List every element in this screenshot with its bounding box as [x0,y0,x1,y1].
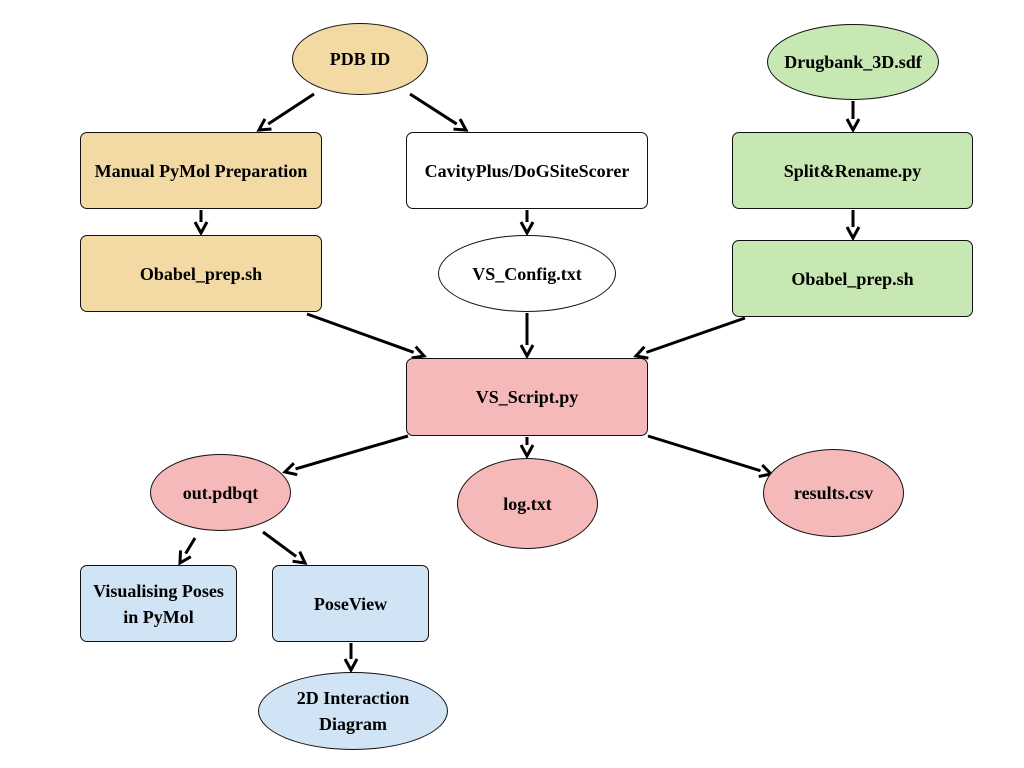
arrowhead-icon [193,221,209,237]
edge-obabel_prep_left-to-vs_script [306,312,427,360]
node-vs-script-py: VS_Script.py [406,358,648,436]
node-label: VS_Config.txt [472,263,582,284]
edge-out_pdbqt-to-poseview [262,530,308,565]
edge-line [262,530,298,558]
node-cavityplus-dogsitescorer: CavityPlus/DoGSiteScorer [406,132,648,209]
node-label: log.txt [503,493,552,514]
edge-vs_script-to-log_txt [519,437,535,460]
node-split-rename-py: Split&Rename.py [732,132,973,209]
node-label: Obabel_prep.sh [791,268,914,289]
edge-vs_script-to-results_csv [647,434,774,478]
edge-split_rename-to-obabel_prep_right [845,210,861,242]
node-label: VS_Script.py [475,387,579,407]
node-results-csv: results.csv [763,449,904,537]
arrowhead-icon [519,344,535,360]
arrowhead-icon [453,118,469,132]
node-vs-config-txt: VS_Config.txt [438,235,616,312]
node-obabel-prep-right: Obabel_prep.sh [732,240,973,317]
arrowhead-icon [845,226,861,242]
edge-vs_script-to-out_pdbqt [281,434,409,477]
arrowhead-icon [633,345,649,360]
edge-line [295,434,409,471]
node-manual-pymol-preparation: Manual PyMol Preparation [80,132,322,209]
node-label: out.pdbqt [182,482,259,503]
node-label: PoseView [313,593,388,614]
arrowhead-icon [519,221,535,237]
node-label: Split&Rename.py [783,160,922,181]
edge-line [409,92,458,126]
node-2d-interaction-diagram: 2D Interaction Diagram [258,672,448,750]
edge-line [647,434,761,473]
node-label: CavityPlus/DoGSiteScorer [424,160,630,181]
edge-manual_pymol-to-obabel_prep_left [193,210,209,237]
arrowhead-icon [845,118,861,134]
arrowhead-icon [256,118,272,132]
node-label: 2D Interaction Diagram [296,688,410,734]
edge-line [306,312,415,354]
arrowhead-icon [519,444,535,460]
node-label: Manual PyMol Preparation [94,160,308,181]
node-pdb-id: PDB ID [292,23,428,95]
node-label: PDB ID [329,49,391,69]
edge-pdb_id-to-cavityplus [409,92,469,132]
edge-vs_config-to-vs_script [519,313,535,360]
arrowhead-icon [178,550,192,566]
arrowhead-icon [343,658,359,674]
node-drugbank-3d-sdf: Drugbank_3D.sdf [767,24,939,100]
node-poseview: PoseView [272,565,429,642]
arrowhead-icon [411,345,427,360]
edge-line [184,537,197,555]
node-out-pdbqt: out.pdbqt [150,454,291,531]
node-label: Drugbank_3D.sdf [784,52,922,72]
node-visualising-poses-in-pymol: Visualising Poses in PyMol [80,565,237,642]
edge-cavityplus-to-vs_config [519,210,535,237]
arrowhead-icon [281,462,298,477]
node-label: Obabel_prep.sh [139,263,263,284]
node-log-txt: log.txt [457,458,598,549]
node-obabel-prep-left: Obabel_prep.sh [80,235,322,312]
edge-line [267,92,315,126]
node-label: Visualising Poses in PyMol [93,580,224,627]
arrowhead-icon [292,551,308,565]
edge-drugbank-to-split_rename [845,101,861,134]
node-label: results.csv [793,483,874,503]
edge-obabel_prep_right-to-vs_script [633,316,746,360]
edge-poseview-to-interaction_diagram [343,643,359,674]
edge-out_pdbqt-to-visualising_poses [178,537,197,566]
edge-pdb_id-to-manual_pymol [256,92,315,132]
edge-line [645,316,746,354]
